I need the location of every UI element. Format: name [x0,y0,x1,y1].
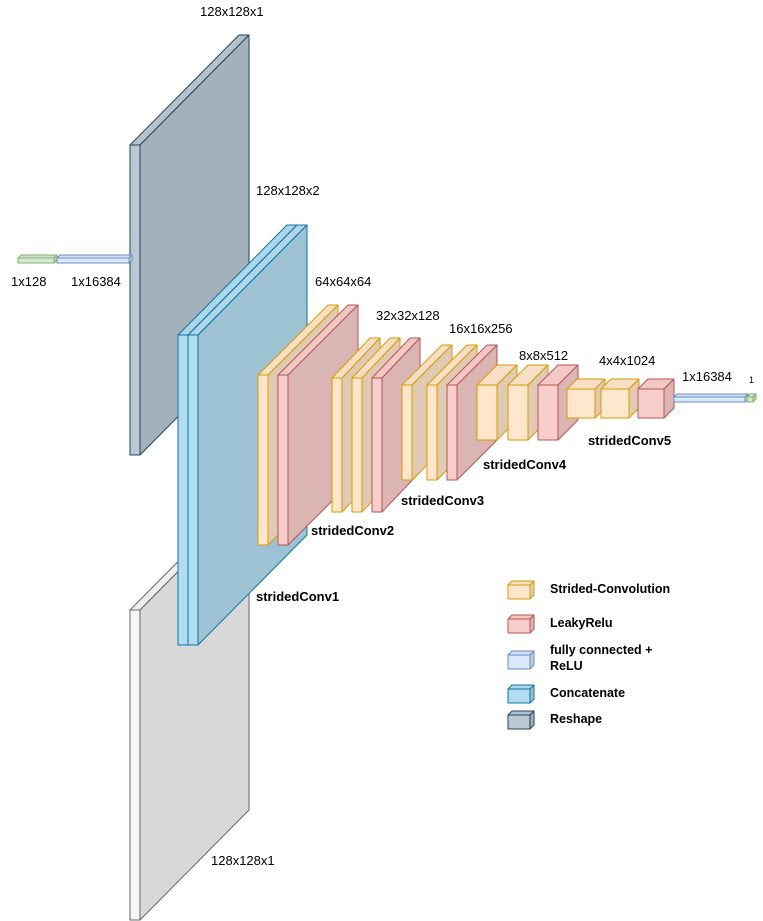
block-label-strided-conv2: stridedConv2 [311,523,394,538]
layers-group [17,34,757,921]
legend-label-reshape: Reshape [550,712,602,726]
fc-vector-bar-out [673,393,749,403]
conv5-leakyrelu [637,378,675,419]
legend-icon-strided-convolution [507,580,535,600]
legend-label-leaky-relu: LeakyRelu [550,616,613,630]
dim-label-conv2: 32x32x128 [376,308,440,323]
dim-label-conv4: 8x8x512 [519,348,568,363]
latent-vector-bar [17,254,58,264]
legend-label-fully-connected-line2: ReLU [550,659,583,673]
legend-icon-concatenate [507,684,535,704]
legend-icons [507,580,535,730]
legend: Strided-Convolution LeakyRelu fully conn… [507,580,670,730]
block-label-strided-conv3: stridedConv3 [401,493,484,508]
dim-label-conv5: 4x4x1024 [599,353,655,368]
block-label-strided-conv1: stridedConv1 [256,589,339,604]
dim-label-fc: 1x16384 [71,274,121,289]
dim-label-concat: 128x128x2 [256,183,320,198]
legend-icon-leaky-relu [507,614,535,634]
legend-icon-fully-connected-relu [507,650,535,670]
conv5-strided-a [566,378,606,419]
block-label-strided-conv5: stridedConv5 [588,433,671,448]
legend-label-strided-convolution: Strided-Convolution [550,582,670,596]
dim-label-out-fc: 1x16384 [682,369,732,384]
dim-label-out: 1 [749,375,754,385]
fc-vector-bar-in [56,254,133,264]
dim-label-top-reshape: 128x128x1 [200,4,264,19]
dim-label-conv1: 64x64x64 [315,274,371,289]
dim-label-bottom-input: 128x128x1 [211,853,275,868]
dim-label-latent: 1x128 [11,274,46,289]
legend-label-fully-connected-line1: fully connected + [550,643,652,657]
legend-icon-reshape [507,710,535,730]
output-unit [746,393,757,403]
dim-label-conv3: 16x16x256 [449,321,513,336]
conv5-strided-b [600,378,640,419]
legend-label-concatenate: Concatenate [550,686,625,700]
block-label-strided-conv4: stridedConv4 [483,457,567,472]
